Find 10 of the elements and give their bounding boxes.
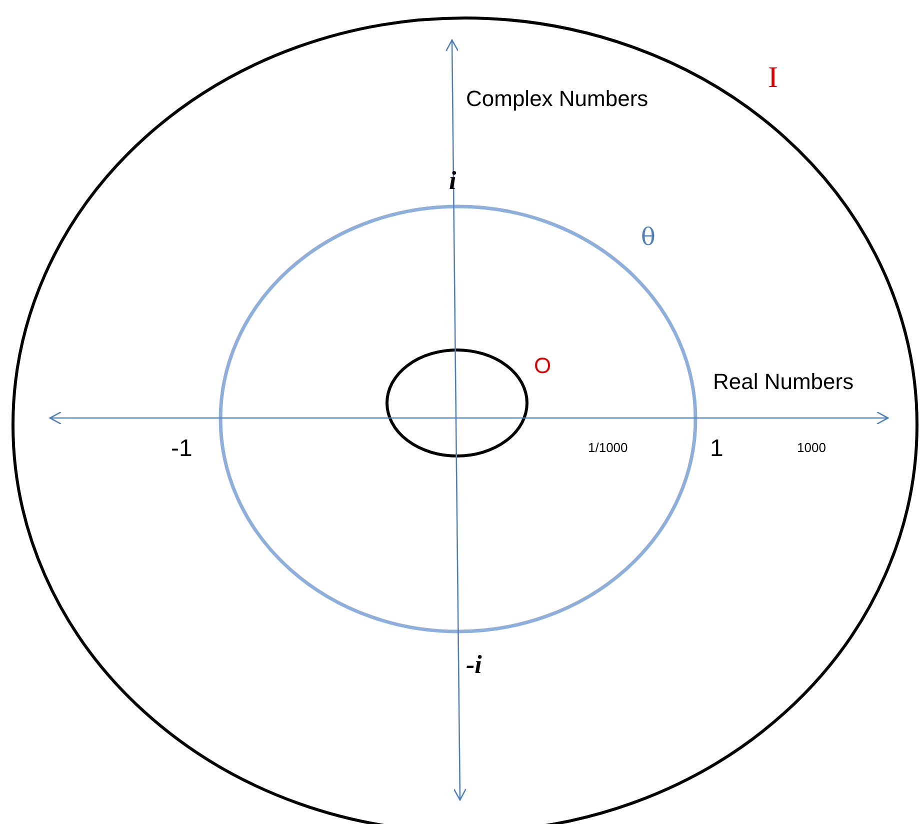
region-label: θ [641,225,656,249]
axis-label: Real Numbers [713,371,854,393]
tick-label: 1/1000 [588,441,628,454]
point-label: -i [466,652,482,678]
tick-label: 1000 [797,441,826,454]
axis-label: Complex Numbers [466,88,648,110]
tick-label: -1 [171,437,192,461]
tick-label: 1 [710,437,724,461]
region-label: O [534,355,552,377]
region-label: I [768,63,778,93]
